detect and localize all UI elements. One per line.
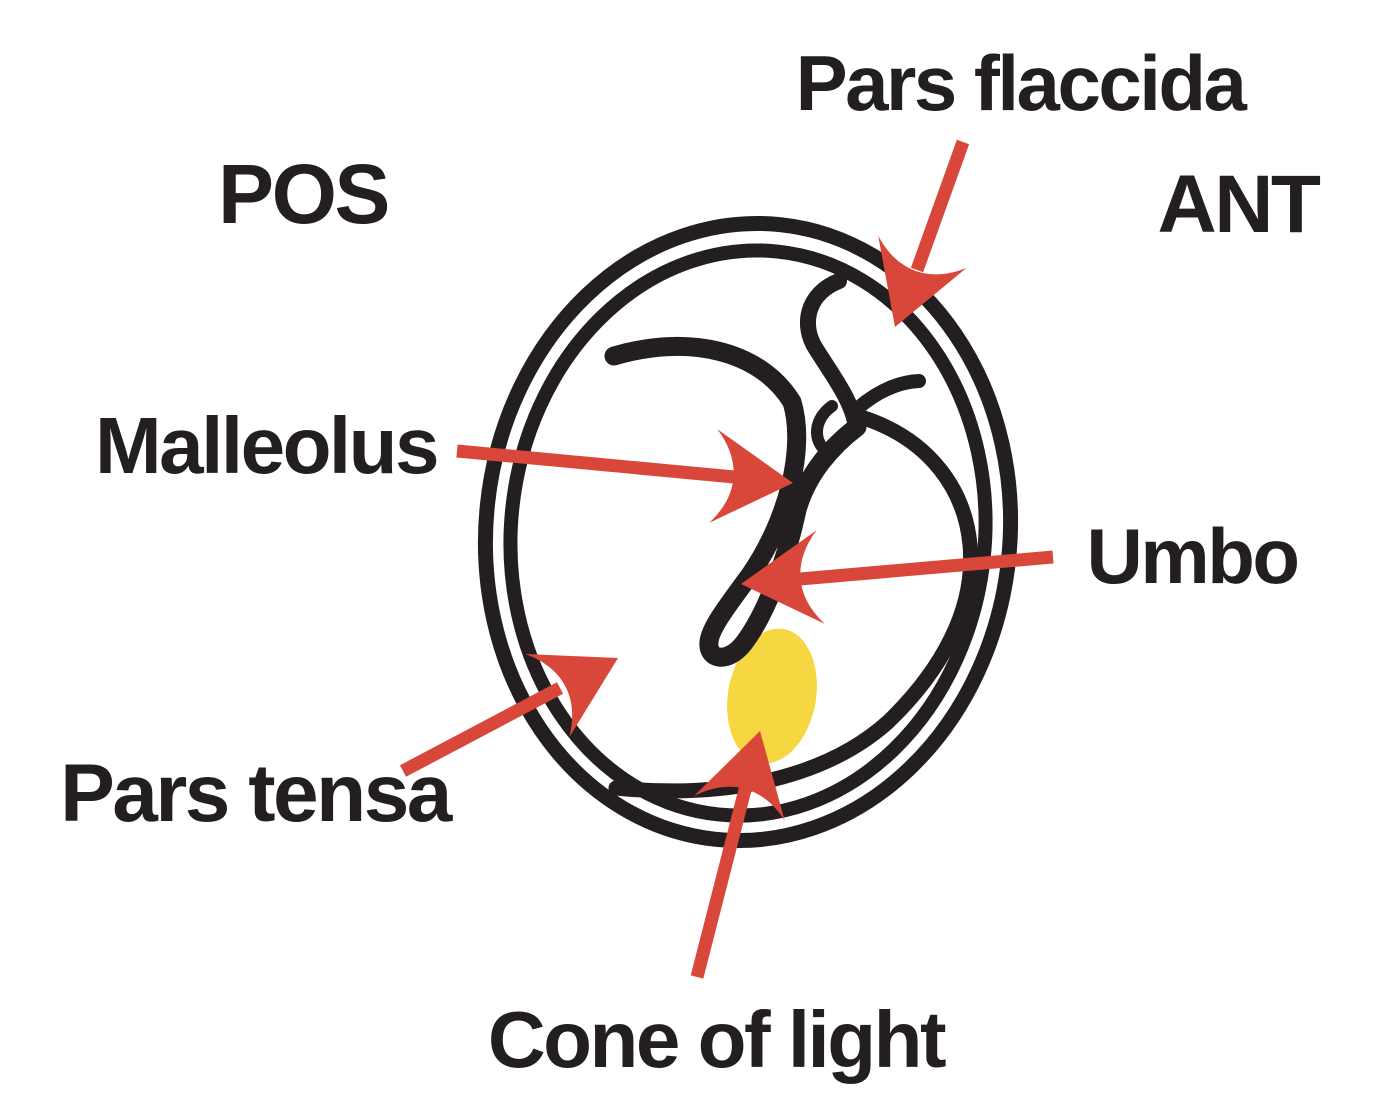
malleus-handle bbox=[604, 336, 867, 667]
label-malleolus: Malleolus bbox=[94, 401, 440, 490]
cone-of-light-shape bbox=[727, 628, 817, 764]
annotation-arrows bbox=[399, 139, 1054, 979]
label-umbo: Umbo bbox=[1086, 512, 1300, 600]
pars-flaccida-arrow-line bbox=[910, 139, 970, 273]
malleolus-arrow-line bbox=[456, 444, 746, 485]
malleus-neck bbox=[800, 273, 864, 436]
label-pars-flaccida: Pars flaccida bbox=[795, 39, 1247, 127]
anterior-mallear-fold bbox=[851, 374, 926, 415]
cone-of-light-arrow-line bbox=[690, 776, 755, 979]
label-pars-tensa: Pars tensa bbox=[60, 748, 452, 839]
pars-tensa-arrow-line bbox=[399, 682, 564, 777]
malleus-crease bbox=[811, 400, 838, 458]
label-cone-of-light: Cone of light bbox=[487, 995, 947, 1084]
label-pos-orientation: POS bbox=[218, 147, 390, 241]
umbo-arrow-line bbox=[799, 550, 1054, 586]
label-ant-orientation: ANT bbox=[1157, 159, 1321, 250]
